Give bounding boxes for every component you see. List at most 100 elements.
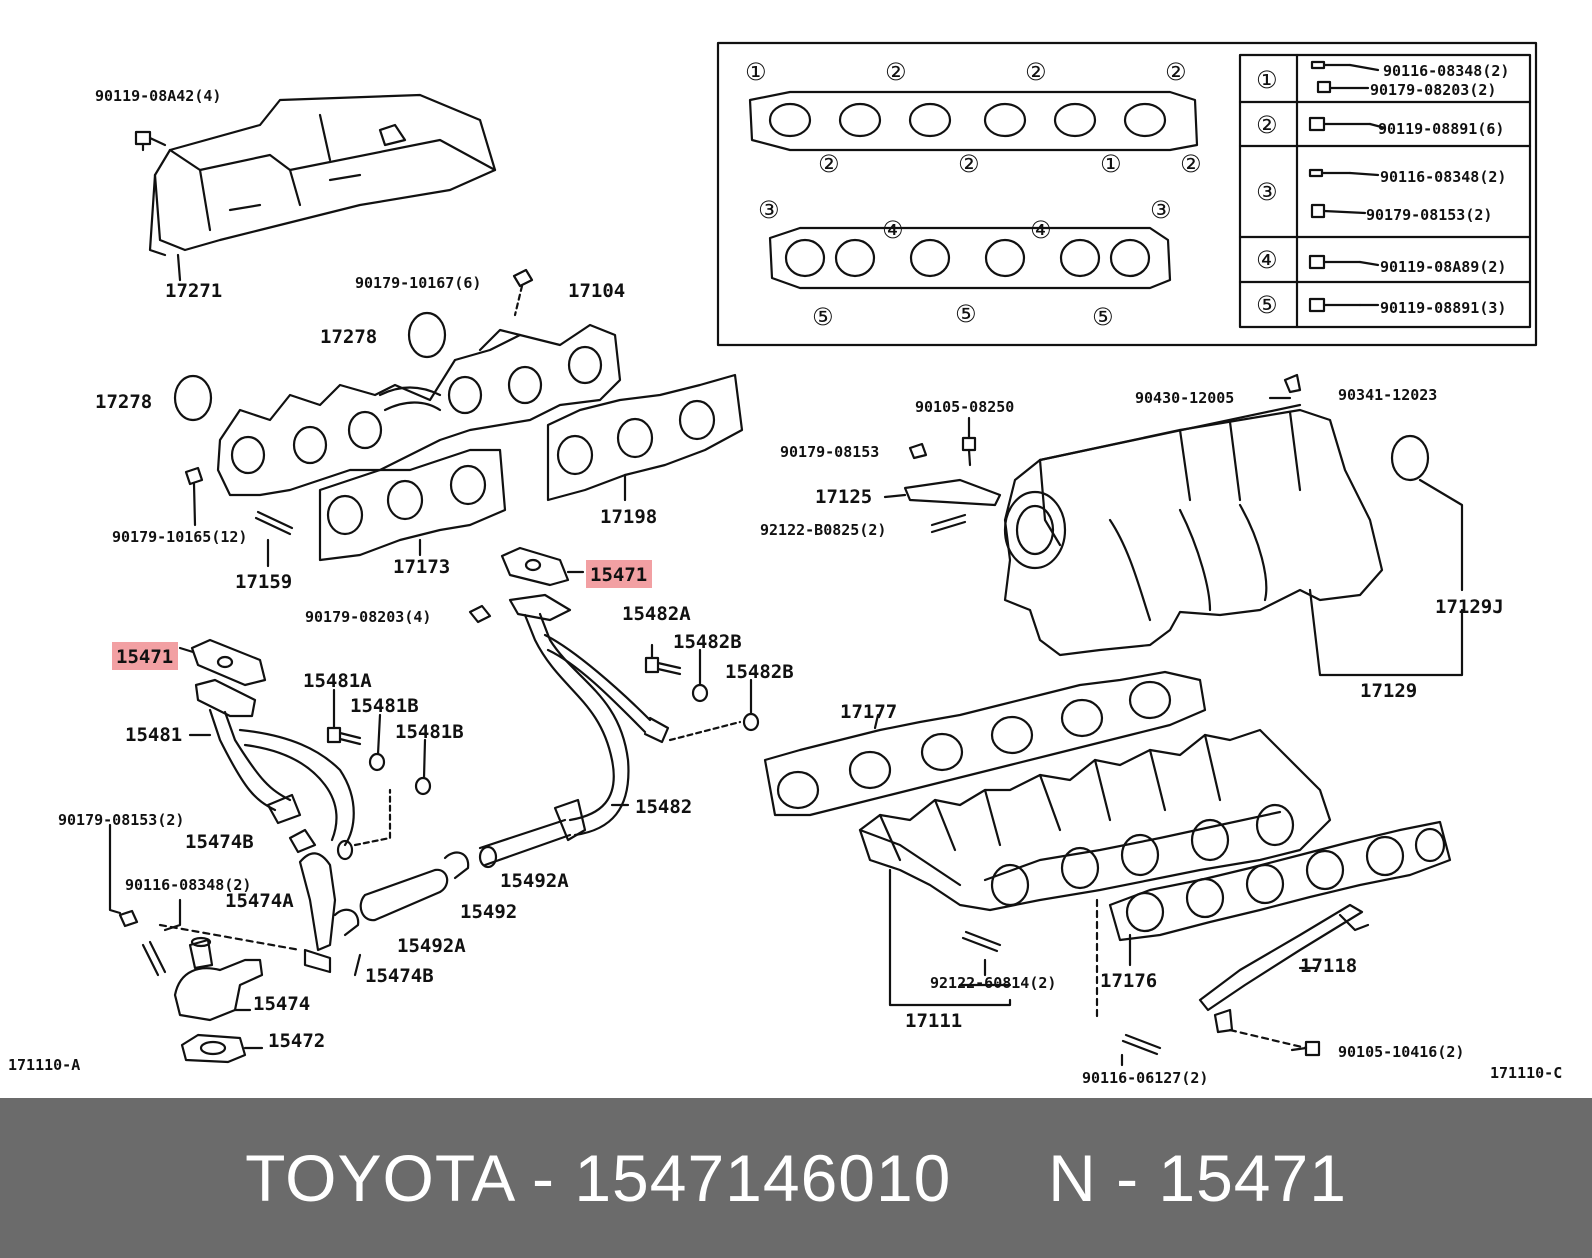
- label-15472: 15472: [268, 1030, 325, 1052]
- label-17118: 17118: [1300, 955, 1357, 977]
- leader-17271: [176, 253, 182, 282]
- label-15492: 15492: [460, 901, 517, 923]
- washer-15482B-a: [691, 683, 709, 703]
- dashed-union: [158, 923, 302, 952]
- svg-text:②: ②: [1165, 58, 1187, 86]
- label-90119-08A42: 90119-08A42(4): [95, 87, 221, 105]
- stud-92122-B0825: [930, 513, 967, 534]
- svg-text:90119-08891(6): 90119-08891(6): [1378, 120, 1504, 138]
- nut-90179-08153-lower: [108, 823, 139, 928]
- svg-text:②: ②: [1256, 111, 1278, 139]
- svg-text:90179-08153(2): 90179-08153(2): [1366, 206, 1492, 224]
- gasket-ring-17278-lower: [173, 374, 213, 422]
- label-90179-10165: 90179-10165(12): [112, 528, 247, 546]
- part-labels: 90119-08A42(4) 17271 90179-10167(6) 1710…: [8, 87, 1562, 1087]
- intake-manifold-17111: [858, 728, 1332, 1007]
- label-15474A: 15474A: [225, 890, 294, 912]
- svg-text:③: ③: [758, 196, 780, 224]
- svg-text:④: ④: [1030, 216, 1052, 244]
- footer-banner: TOYOTA - 1547146010 N - 15471: [0, 1098, 1592, 1258]
- svg-text:③: ③: [1150, 196, 1172, 224]
- label-90179-08203: 90179-08203(4): [305, 608, 431, 626]
- gasket-15471-lower: [178, 638, 267, 687]
- gasket-17198: [546, 373, 744, 502]
- svg-text:③: ③: [1256, 178, 1278, 206]
- label-15481A: 15481A: [303, 670, 372, 692]
- stud-17159: [254, 510, 294, 568]
- label-90116-08348-lower: 90116-08348(2): [125, 876, 251, 894]
- label-92122-60814: 92122-60814(2): [930, 974, 1056, 992]
- dashed-15481: [353, 788, 392, 847]
- label-15482: 15482: [635, 796, 692, 818]
- svg-text:90116-08348(2): 90116-08348(2): [1383, 62, 1509, 80]
- label-17129J: 17129J: [1435, 596, 1504, 618]
- nut-90179-10165: [184, 466, 204, 527]
- highlight-15471-lower: [112, 642, 178, 670]
- label-90430-12005: 90430-12005: [1135, 389, 1234, 407]
- washer-15481B-a: [368, 752, 386, 772]
- svg-text:②: ②: [1025, 58, 1047, 86]
- label-90341-12023: 90341-12023: [1338, 386, 1437, 404]
- intake-air-chamber-17129: [1003, 373, 1464, 677]
- label-15471-lower: 15471: [116, 646, 173, 668]
- label-15474B-upper: 15474B: [185, 831, 254, 853]
- svg-text:④: ④: [882, 216, 904, 244]
- gasket-15471-upper: [500, 546, 585, 587]
- svg-text:②: ②: [958, 150, 980, 178]
- heat-insulator-17271: [148, 93, 497, 257]
- stud-90116-06127: [1095, 898, 1162, 1067]
- svg-text:⑤: ⑤: [812, 303, 834, 331]
- label-17176: 17176: [1100, 970, 1157, 992]
- nut-90179-10167: [512, 268, 534, 317]
- bolt-90105-08250: [961, 416, 977, 467]
- washer-15482B-b: [742, 712, 760, 732]
- svg-text:①: ①: [1256, 66, 1278, 94]
- label-17173: 17173: [393, 556, 450, 578]
- label-171110-C: 171110-C: [1490, 1064, 1562, 1082]
- gasket-17177: [763, 670, 1207, 817]
- label-17159: 17159: [235, 571, 292, 593]
- label-15492A-upper: 15492A: [500, 870, 569, 892]
- label-17271: 17271: [165, 280, 222, 302]
- hose-15474A: [288, 828, 337, 952]
- gasket-17173: [318, 448, 507, 562]
- nut-90179-08153-upper: [908, 442, 928, 460]
- label-17278-upper: 17278: [320, 326, 377, 348]
- svg-text:②: ②: [885, 58, 907, 86]
- gasket-ring-17278-upper: [407, 311, 447, 359]
- label-15481: 15481: [125, 724, 182, 746]
- label-15482B-a: 15482B: [673, 631, 742, 653]
- label-15474: 15474: [253, 993, 310, 1015]
- label-90179-08153-lower: 90179-08153(2): [58, 811, 184, 829]
- inset-part-numbers: 90116-08348(2) 90179-08203(2) 90119-0889…: [1366, 62, 1509, 317]
- label-15474B-lower: 15474B: [365, 965, 434, 987]
- svg-text:⑤: ⑤: [955, 300, 977, 328]
- leaders-15482B: [698, 648, 753, 715]
- label-90179-08153-upper: 90179-08153: [780, 443, 879, 461]
- footer-part-number: TOYOTA - 1547146010 N - 15471: [245, 1141, 1347, 1215]
- bolt-15482A: [644, 643, 682, 676]
- label-17111: 17111: [905, 1010, 962, 1032]
- pipe-15482: [478, 593, 670, 869]
- label-15482B-b: 15482B: [725, 661, 794, 683]
- label-171110-A: 171110-A: [8, 1056, 80, 1074]
- label-17198: 17198: [600, 506, 657, 528]
- washer-15481B-b: [414, 776, 432, 796]
- svg-text:90116-08348(2): 90116-08348(2): [1380, 168, 1506, 186]
- label-17129: 17129: [1360, 680, 1417, 702]
- exhaust-manifold-17104: [216, 323, 622, 497]
- union-15474: [173, 936, 264, 1022]
- highlight-15471-upper: [586, 560, 652, 588]
- bolt-90119-08A42: [134, 130, 167, 152]
- svg-text:⑤: ⑤: [1092, 303, 1114, 331]
- label-17125: 17125: [815, 486, 872, 508]
- svg-text:②: ②: [1180, 150, 1202, 178]
- label-90105-08250: 90105-08250: [915, 398, 1014, 416]
- svg-text:④: ④: [1256, 246, 1278, 274]
- leader-15474B: [353, 953, 362, 977]
- label-90116-06127: 90116-06127(2): [1082, 1069, 1208, 1087]
- stud-92122-60814: [961, 930, 1002, 977]
- svg-text:90179-08203(2): 90179-08203(2): [1370, 81, 1496, 99]
- parts-diagram: 90119-08A42(4) 17271 90179-10167(6) 1710…: [8, 41, 1562, 1087]
- inset-gasket-bolt-table: [716, 41, 1538, 347]
